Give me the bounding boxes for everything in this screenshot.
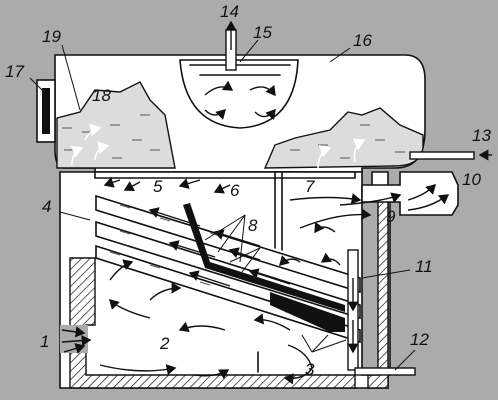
label-1: 1 [40,332,49,351]
label-18: 18 [92,86,111,105]
label-13: 13 [472,126,491,145]
label-7: 7 [305,177,315,196]
label-3: 3 [305,360,315,379]
label-11: 11 [415,257,433,276]
label-4: 4 [42,197,51,216]
label-2: 2 [159,334,170,353]
callout-labels: 1 2 3 4 5 6 7 8 9 10 11 12 13 14 15 16 1… [5,2,491,379]
label-6: 6 [230,181,240,200]
label-17: 17 [5,62,24,81]
feed-water-pipe [409,151,475,160]
baffle [183,203,345,312]
label-12: 12 [410,330,429,349]
furnace-insulation [69,257,356,389]
label-14: 14 [220,2,239,21]
steam-drum [36,20,492,173]
label-16: 16 [353,31,372,50]
label-9: 9 [386,207,396,226]
drain-pipe [354,367,416,376]
drum-water-right [263,107,424,169]
label-5: 5 [153,177,163,196]
label-8: 8 [248,216,258,235]
label-10: 10 [462,170,481,189]
flue-duct [289,171,459,229]
leader-lines [29,39,416,371]
furnace-casing [59,171,391,389]
label-15: 15 [253,23,272,42]
tube-bank [94,171,361,371]
label-19: 19 [42,27,61,46]
